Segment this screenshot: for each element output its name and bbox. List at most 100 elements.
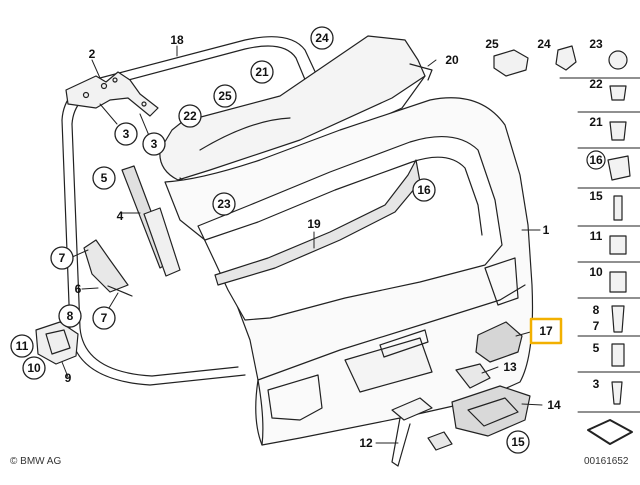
legend-item-24: 24 <box>537 37 551 51</box>
callout-11: 11 <box>10 334 34 358</box>
callout-circle <box>50 246 74 270</box>
window-rail-drawing <box>214 159 421 286</box>
callout-21: 21 <box>250 60 274 84</box>
gas-strut-drawing <box>121 165 181 277</box>
callout-label: 17 <box>539 324 553 338</box>
callout-12: 12 <box>359 436 373 450</box>
callout-circle <box>10 334 34 358</box>
legend-item-25: 25 <box>485 37 499 51</box>
callout-label: 19 <box>307 217 321 231</box>
callout-label: 5 <box>101 171 108 185</box>
callout-20: 20 <box>445 53 459 67</box>
hinge-drawing <box>65 71 159 117</box>
callout-label: 8 <box>67 309 74 323</box>
callout-label: 24 <box>315 31 329 45</box>
callout-label: 7 <box>59 251 66 265</box>
legend-label: 11 <box>590 229 603 243</box>
legend-parts <box>493 45 633 445</box>
legend-label: 21 <box>589 115 603 129</box>
callout-label: 6 <box>75 282 82 296</box>
legend-item-21: 21 <box>589 115 603 129</box>
callout-label: 11 <box>16 339 29 353</box>
legend-label: 8 <box>593 303 600 317</box>
callout-label: 21 <box>255 65 269 79</box>
callout-circle <box>412 178 436 202</box>
callout-4: 4 <box>117 209 124 223</box>
highlight-box <box>529 317 563 345</box>
callout-15: 15 <box>506 430 530 454</box>
legend-item-16: 16 <box>586 150 606 170</box>
callout-label: 23 <box>217 197 231 211</box>
legend-label: 5 <box>593 341 600 355</box>
latch-bracket-drawing <box>35 321 79 365</box>
callout-2: 2 <box>89 47 96 61</box>
callout-19: 19 <box>307 217 321 231</box>
callout-circle <box>310 26 334 50</box>
callout-circle <box>92 166 116 190</box>
legend-item-3: 3 <box>593 377 600 391</box>
legend-label: 7 <box>593 319 600 333</box>
callout-label: 22 <box>183 109 197 123</box>
callout-label: 7 <box>101 311 108 325</box>
callout-label: 18 <box>170 33 184 47</box>
callout-circle <box>212 192 236 216</box>
callout-16: 16 <box>412 178 436 202</box>
callout-circle <box>114 122 138 146</box>
callout-label: 12 <box>359 436 373 450</box>
lock-assembly-drawing <box>391 321 531 467</box>
callout-label: 2 <box>89 47 96 61</box>
callout-3: 3 <box>142 132 166 156</box>
callout-label: 25 <box>218 89 232 103</box>
legend-circle <box>586 150 606 170</box>
callout-label: 1 <box>543 223 550 237</box>
callout-18: 18 <box>170 33 184 47</box>
callout-circle <box>250 60 274 84</box>
callout-circle <box>213 84 237 108</box>
callout-10: 10 <box>22 356 46 380</box>
callout-circle <box>178 104 202 128</box>
callout-8: 8 <box>58 304 82 328</box>
legend-label: 22 <box>589 77 603 91</box>
legend-label: 16 <box>589 153 603 167</box>
callout-9: 9 <box>65 371 72 385</box>
callout-7: 7 <box>92 306 116 330</box>
legend-item-23: 23 <box>589 37 603 51</box>
legend-label: 10 <box>589 265 603 279</box>
callout-22: 22 <box>178 104 202 128</box>
callout-circle <box>142 132 166 156</box>
strut-bracket-drawing <box>83 239 133 297</box>
callout-label: 10 <box>27 361 41 375</box>
callout-label: 16 <box>417 183 431 197</box>
callout-label: 13 <box>503 360 517 374</box>
callout-24: 24 <box>310 26 334 50</box>
callout-label: 15 <box>511 435 525 449</box>
legend-label: 3 <box>593 377 600 391</box>
legend-label: 25 <box>485 37 499 51</box>
callout-5: 5 <box>92 166 116 190</box>
legend-item-22: 22 <box>589 77 603 91</box>
legend-dividers <box>559 77 640 413</box>
callout-circle <box>22 356 46 380</box>
callout-circle <box>506 430 530 454</box>
callout-14: 14 <box>547 398 561 412</box>
callout-17: 17 <box>529 317 563 345</box>
callout-13: 13 <box>503 360 517 374</box>
callout-label: 9 <box>65 371 72 385</box>
legend-item-8: 8 <box>593 303 600 317</box>
callout-label: 3 <box>151 137 158 151</box>
callout-6: 6 <box>75 282 82 296</box>
callout-25: 25 <box>213 84 237 108</box>
callout-1: 1 <box>543 223 550 237</box>
callout-23: 23 <box>212 192 236 216</box>
legend-label: 15 <box>589 189 603 203</box>
legend-label: 23 <box>589 37 603 51</box>
diagram-id: 00161652 <box>584 456 629 467</box>
legend-label: 24 <box>537 37 551 51</box>
legend-item-10: 10 <box>589 265 603 279</box>
legend-item-7: 7 <box>593 319 600 333</box>
callout-label: 20 <box>445 53 459 67</box>
callout-7: 7 <box>50 246 74 270</box>
